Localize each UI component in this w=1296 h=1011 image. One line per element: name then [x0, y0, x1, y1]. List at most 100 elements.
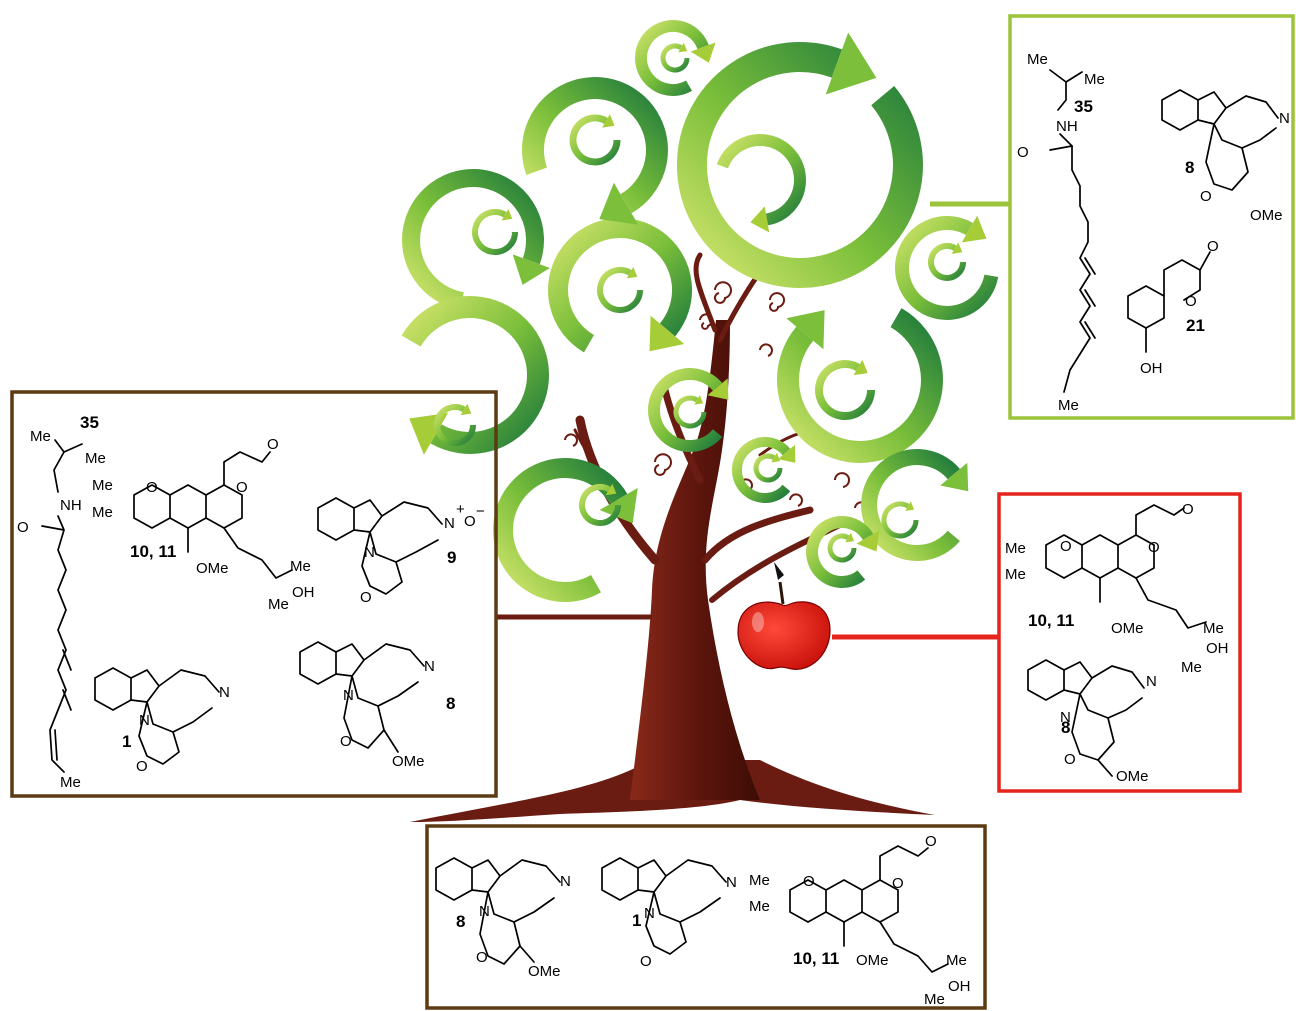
atom-n: N — [560, 873, 571, 890]
atom-me: Me — [92, 477, 113, 494]
arrow-head — [825, 32, 877, 95]
arrow-head — [951, 242, 963, 254]
circular-arrow-icon — [753, 453, 783, 483]
circular-arrow-icon — [673, 395, 707, 429]
atom-me: Me — [1005, 566, 1026, 583]
compound-label: 9 — [447, 548, 456, 567]
circular-arrow-icon — [731, 437, 791, 503]
atom-o: O — [476, 949, 488, 966]
compound-label: 10, 11 — [130, 542, 176, 561]
atom-o: O — [1200, 188, 1212, 205]
atom-me: Me — [1027, 51, 1048, 68]
compound-label: 35 — [1074, 97, 1093, 116]
atom-n: N — [364, 544, 375, 561]
atom-nh: NH — [60, 497, 82, 514]
circular-arrow-icon — [493, 458, 628, 602]
circular-arrow-icon — [569, 114, 621, 166]
atom-o: O — [17, 519, 29, 536]
compound-label: 1 — [122, 732, 131, 751]
atom-minus: − — [476, 503, 485, 520]
atom-o: O — [892, 875, 904, 892]
circular-arrow-icon — [894, 215, 999, 320]
compound-label: 10, 11 — [1028, 611, 1074, 630]
compound-label: 8 — [446, 694, 455, 713]
atom-o: O — [925, 833, 937, 850]
arrow-head — [602, 114, 615, 128]
circular-arrow-icon — [648, 368, 723, 452]
circular-arrow-icon — [815, 360, 875, 421]
atom-ome: OMe — [1111, 620, 1144, 637]
atom-o: O — [1060, 538, 1072, 555]
compound-label: 21 — [1186, 316, 1205, 335]
compound-label: 10, 11 — [793, 949, 839, 968]
atom-n: N — [343, 687, 354, 704]
atom-o: O — [464, 513, 476, 530]
atom-o: O — [360, 589, 372, 606]
atom-ome: OMe — [1250, 207, 1283, 224]
atom-ome: OMe — [392, 753, 425, 770]
atom-me: Me — [1084, 71, 1105, 88]
atom-me: Me — [946, 952, 967, 969]
atom-n: N — [1279, 110, 1290, 127]
leaves-box — [1008, 14, 1295, 420]
atom-n: N — [219, 684, 230, 701]
atom-o: O — [1017, 144, 1029, 161]
compound-label: 8 — [456, 912, 465, 931]
atom-n: N — [1060, 709, 1071, 726]
atom-n: N — [139, 712, 150, 729]
atom-o: O — [1148, 539, 1160, 556]
atom-me: Me — [290, 558, 311, 575]
atom-o: O — [340, 733, 352, 750]
arrow-head — [605, 483, 617, 496]
circular-arrow-icon — [676, 42, 923, 288]
atom-o: O — [1182, 501, 1194, 518]
stem-box — [10, 390, 498, 798]
atom-me: Me — [749, 872, 770, 889]
atom-o: O — [1207, 238, 1219, 255]
atom-ome: OMe — [856, 952, 889, 969]
atom-o: O — [1185, 293, 1197, 310]
atom-ome: OMe — [1116, 768, 1149, 785]
arrow-head — [678, 42, 688, 53]
circular-arrow-icon — [806, 516, 874, 588]
root-box — [425, 824, 987, 1010]
arrow-head — [856, 530, 880, 552]
atom-me: Me — [92, 504, 113, 521]
arrow-head — [845, 532, 855, 543]
circular-arrow-icon — [548, 218, 692, 353]
arrow-head — [501, 209, 513, 221]
atom-me: Me — [85, 450, 106, 467]
arrow-head — [626, 267, 638, 279]
circular-arrow-icon — [597, 267, 643, 313]
arrow-head — [512, 254, 550, 285]
atom-me: Me — [749, 898, 770, 915]
atom-o: O — [146, 479, 158, 496]
arrow-head — [750, 206, 770, 233]
arrow-head — [690, 42, 716, 63]
atom-oh: OH — [948, 978, 971, 995]
circular-arrow-icon — [776, 308, 943, 463]
root-structures: N N O OMe 8 N N O 1 Me Me O O O OMe Me O… — [435, 833, 971, 1008]
atom-n: N — [444, 515, 455, 532]
circular-arrow-icon — [579, 484, 621, 526]
atom-n: N — [726, 874, 737, 891]
circular-arrow-icon — [472, 209, 518, 255]
arrow-head — [961, 215, 987, 243]
arrow-head — [599, 182, 639, 225]
compound-label: 35 — [80, 413, 99, 432]
atom-ome: OMe — [528, 963, 561, 980]
compound-label: 8 — [1185, 158, 1194, 177]
arrow-head — [786, 310, 825, 350]
circular-arrow-icon — [402, 169, 544, 310]
atom-n: N — [479, 903, 490, 920]
stem-structures: Me Me NH O Me 35 Me Me O O O OMe Me OH M… — [17, 413, 485, 791]
atom-me: Me — [30, 428, 51, 445]
atom-n: N — [424, 658, 435, 675]
compound-label: 1 — [632, 911, 641, 930]
atom-ome: OMe — [196, 560, 229, 577]
circular-arrow-icon — [861, 449, 960, 561]
atom-o: O — [803, 873, 815, 890]
circular-arrow-icon — [401, 296, 549, 454]
circular-arrow-icon — [635, 20, 709, 96]
